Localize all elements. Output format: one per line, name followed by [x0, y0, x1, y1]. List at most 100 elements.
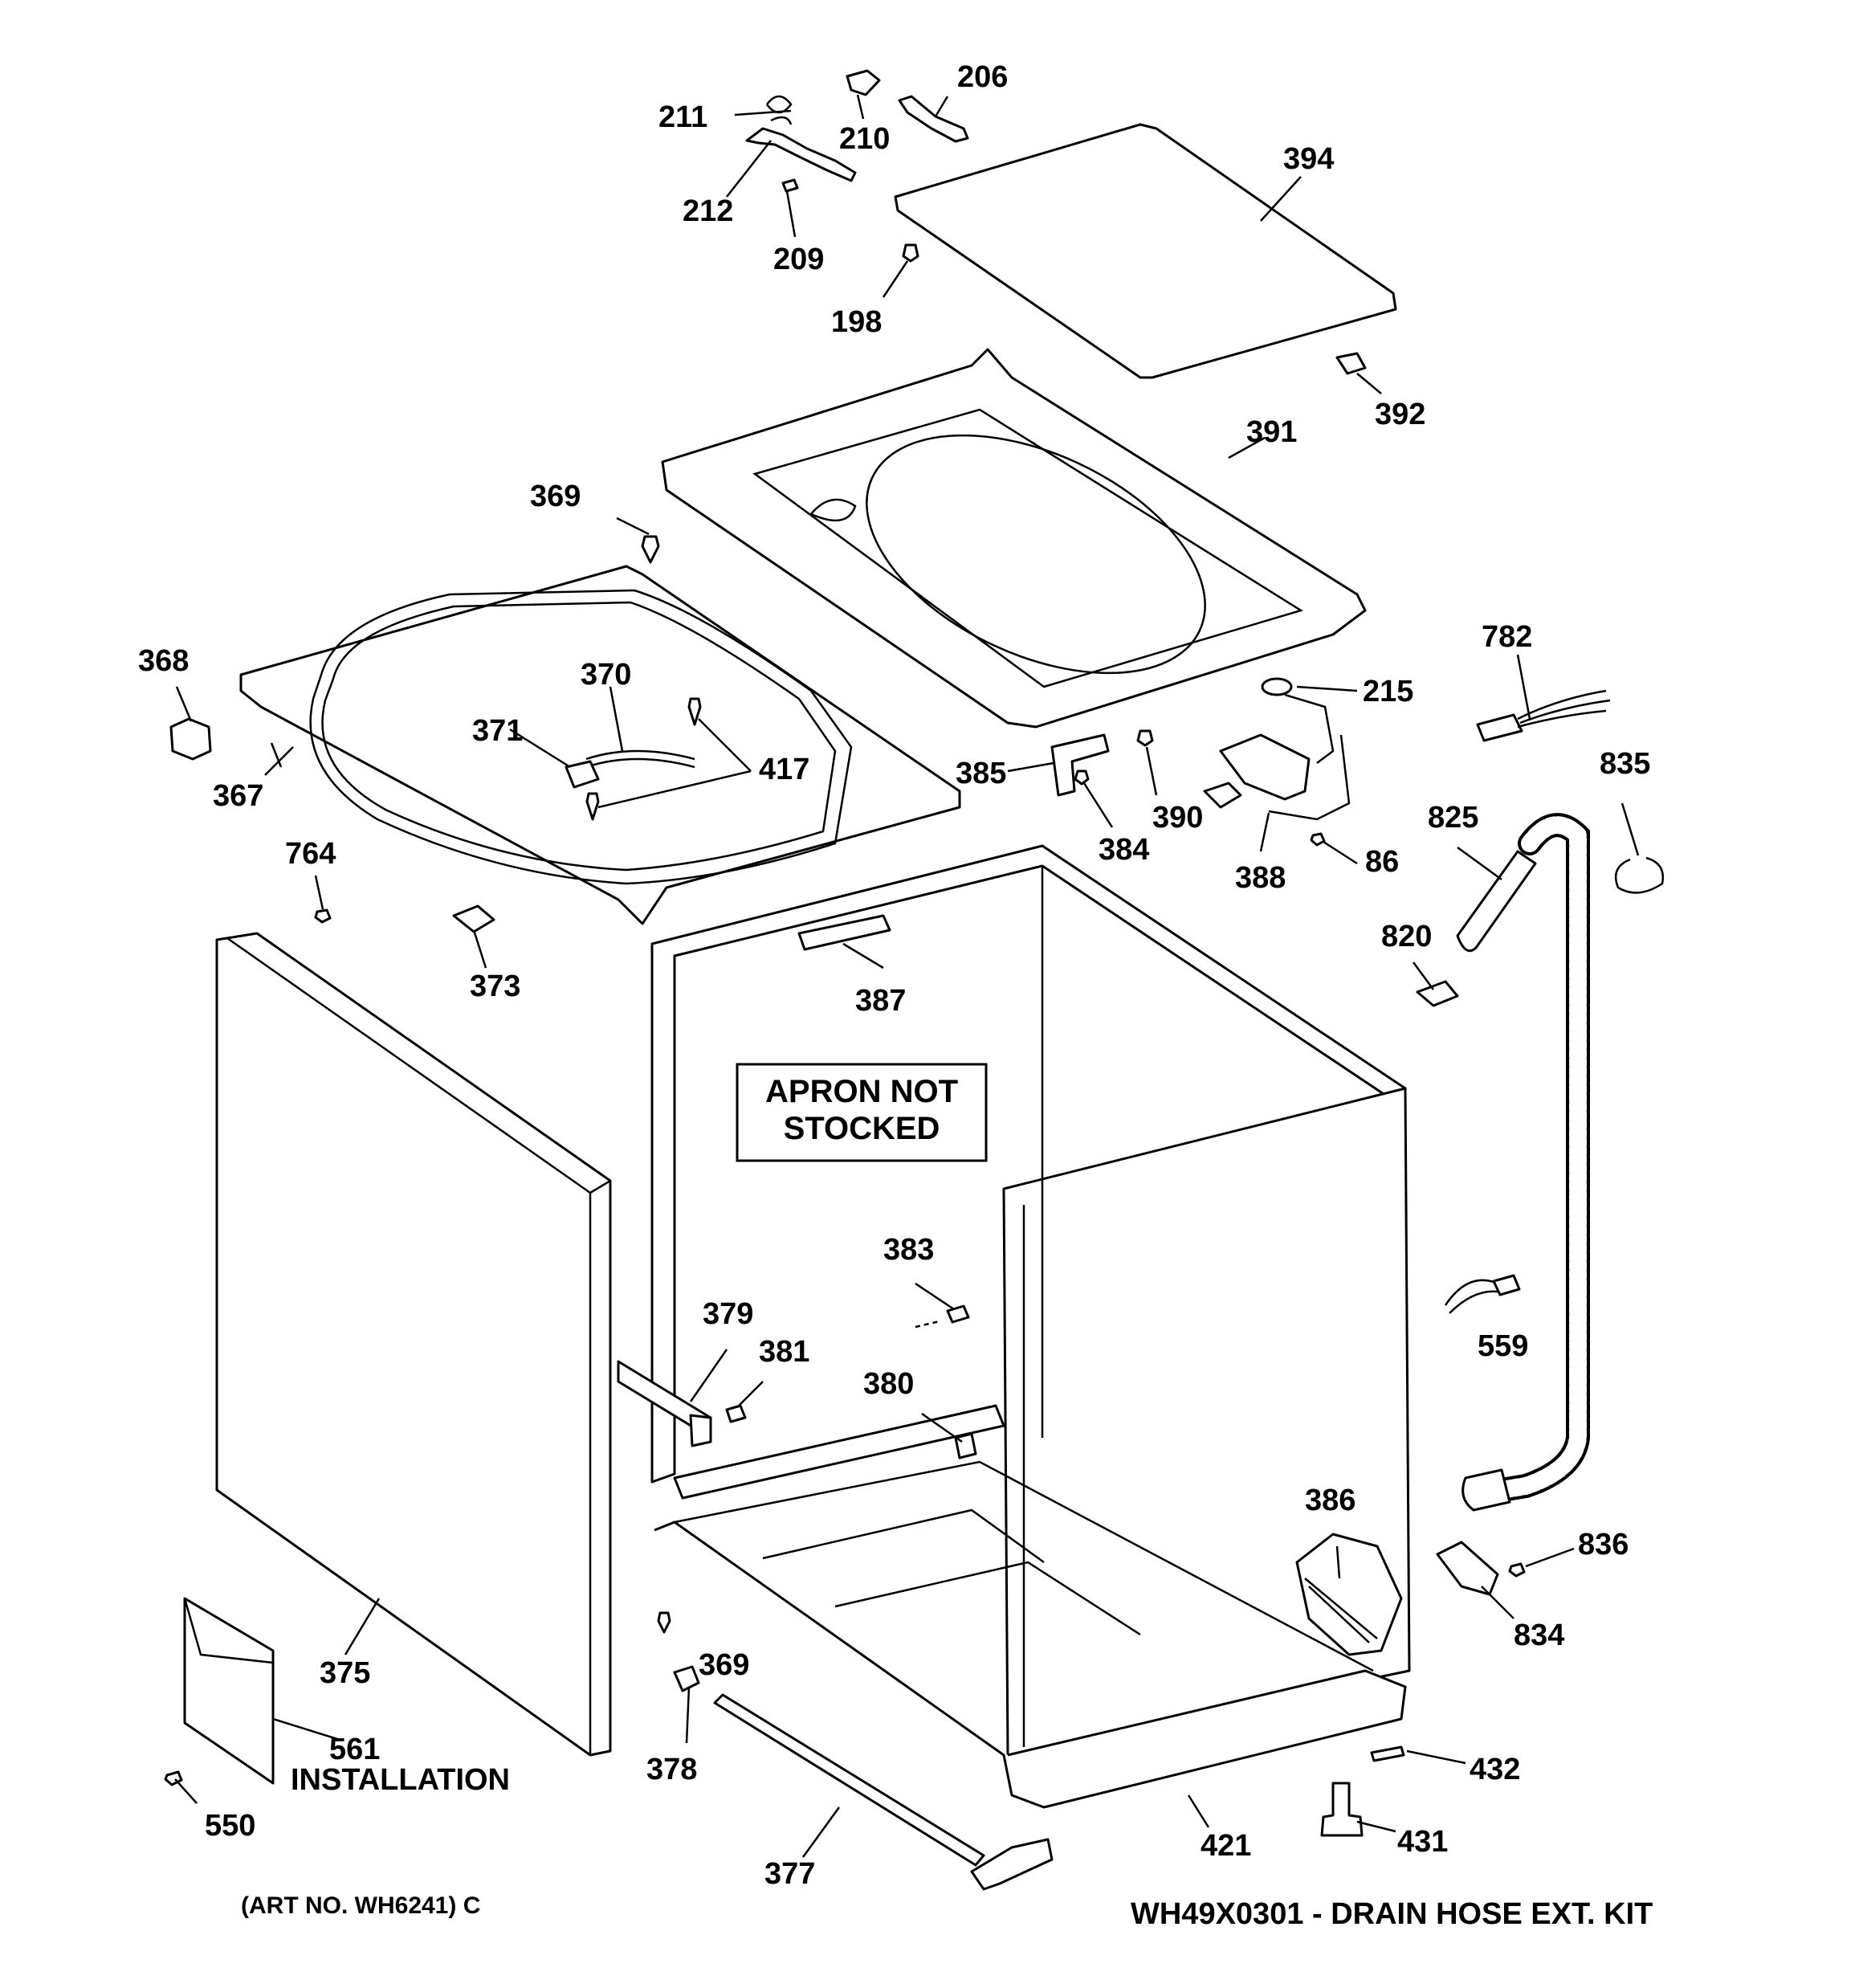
part-387-handle: [797, 914, 891, 951]
part-388-lid-switch: [1203, 693, 1351, 821]
label-385: 385: [956, 757, 1006, 790]
part-labels: 206 211 210 212 209 198 394 392 391 369 …: [138, 60, 1650, 1891]
label-369-top: 369: [530, 480, 581, 513]
label-210: 210: [839, 122, 890, 156]
label-550: 550: [205, 1809, 255, 1843]
part-383-pin: [915, 1304, 970, 1329]
part-373-bracket: [452, 904, 495, 933]
part-211-spring-clip: [766, 95, 793, 125]
label-375: 375: [320, 1656, 370, 1690]
label-380: 380: [863, 1367, 914, 1401]
part-825-drain-hose: [1456, 813, 1590, 1512]
label-386: 386: [1305, 1484, 1355, 1517]
apron-note-line-1: APRON NOT: [765, 1074, 958, 1109]
apron-note-box: [736, 1063, 988, 1162]
art-number: (ART NO. WH6241) C: [241, 1892, 480, 1919]
label-835: 835: [1600, 747, 1650, 781]
part-380-bracket: [954, 1432, 977, 1459]
part-378-foot: [673, 1665, 700, 1692]
leader-lines: [174, 94, 1640, 1858]
part-371-clip: [565, 760, 600, 789]
part-764-screw: [314, 908, 332, 924]
part-209-screw: [781, 178, 799, 193]
part-392-bumper: [1335, 352, 1367, 375]
part-386-bracket: [1295, 1533, 1403, 1656]
part-836-screw: [1508, 1562, 1526, 1578]
label-86: 86: [1365, 845, 1399, 879]
part-417-screw-b: [585, 792, 600, 821]
part-369-screw-bottom: [657, 1611, 671, 1634]
label-212: 212: [683, 194, 733, 228]
label-394: 394: [1283, 142, 1334, 176]
label-381: 381: [759, 1335, 809, 1369]
label-421: 421: [1201, 1829, 1251, 1863]
label-367: 367: [213, 779, 263, 813]
label-211: 211: [658, 100, 707, 134]
part-367-frame: [239, 565, 961, 925]
label-371: 371: [472, 714, 523, 748]
part-368-bracket: [169, 717, 212, 761]
label-368: 368: [138, 644, 189, 678]
label-561: 561: [329, 1733, 380, 1766]
installation-label: INSTALLATION: [291, 1763, 510, 1797]
drain-hose-kit-note: WH49X0301 - DRAIN HOSE EXT. KIT: [1131, 1897, 1653, 1931]
apron-note-line-2: STOCKED: [784, 1111, 940, 1146]
part-212-lid-hinge: [745, 127, 857, 182]
label-377: 377: [764, 1857, 815, 1891]
label-379: 379: [703, 1297, 753, 1331]
label-782: 782: [1482, 620, 1532, 654]
label-417: 417: [759, 753, 809, 786]
part-561-installation-envelope: [183, 1597, 275, 1785]
part-86-screw: [1310, 832, 1326, 847]
part-390-screw: [1136, 729, 1154, 747]
part-377-rod: [713, 1693, 1054, 1891]
label-198: 198: [831, 305, 882, 339]
label-206: 206: [957, 60, 1008, 94]
part-394-lid: [894, 123, 1397, 379]
label-431: 431: [1397, 1825, 1448, 1859]
part-431-leveling-leg: [1320, 1782, 1364, 1837]
part-215-button: [1261, 677, 1293, 696]
label-825: 825: [1428, 801, 1478, 835]
label-373: 373: [470, 970, 520, 1003]
label-432: 432: [1470, 1753, 1520, 1786]
label-383: 383: [883, 1233, 934, 1267]
label-388: 388: [1235, 861, 1286, 895]
part-820-clip: [1416, 980, 1459, 1007]
label-378: 378: [646, 1753, 697, 1786]
label-764: 764: [285, 837, 336, 871]
label-391: 391: [1246, 415, 1297, 449]
part-375-front-panel: [215, 932, 612, 1757]
part-206-hinge-pin: [898, 95, 969, 143]
label-820: 820: [1381, 920, 1432, 953]
part-559-wire: [1444, 1274, 1521, 1314]
label-209: 209: [773, 243, 824, 276]
part-835-clamp: [1614, 856, 1665, 894]
part-417-screw-a: [687, 697, 702, 726]
label-390: 390: [1152, 801, 1203, 835]
label-369-bottom: 369: [699, 1648, 749, 1682]
part-370-strap: [585, 749, 695, 769]
part-369-screw-top: [641, 535, 660, 564]
label-392: 392: [1375, 398, 1425, 431]
label-387: 387: [855, 984, 906, 1018]
part-210-clip: [846, 69, 881, 96]
part-391-top-cover: [661, 348, 1367, 729]
part-384-screw: [1074, 769, 1090, 786]
label-384: 384: [1099, 833, 1149, 867]
label-836: 836: [1578, 1528, 1629, 1561]
label-215: 215: [1363, 675, 1413, 708]
part-198-screw: [902, 243, 919, 263]
part-381-clip: [725, 1404, 747, 1423]
part-782-harness: [1476, 689, 1611, 742]
part-834-bracket: [1436, 1541, 1499, 1596]
apron-note: APRON NOT STOCKED: [736, 1063, 988, 1162]
part-385-bracket: [1050, 733, 1110, 797]
label-559: 559: [1478, 1329, 1528, 1363]
part-379-rail: [617, 1360, 712, 1447]
label-834: 834: [1514, 1619, 1564, 1652]
part-432-pin: [1370, 1745, 1405, 1762]
label-370: 370: [581, 658, 631, 692]
